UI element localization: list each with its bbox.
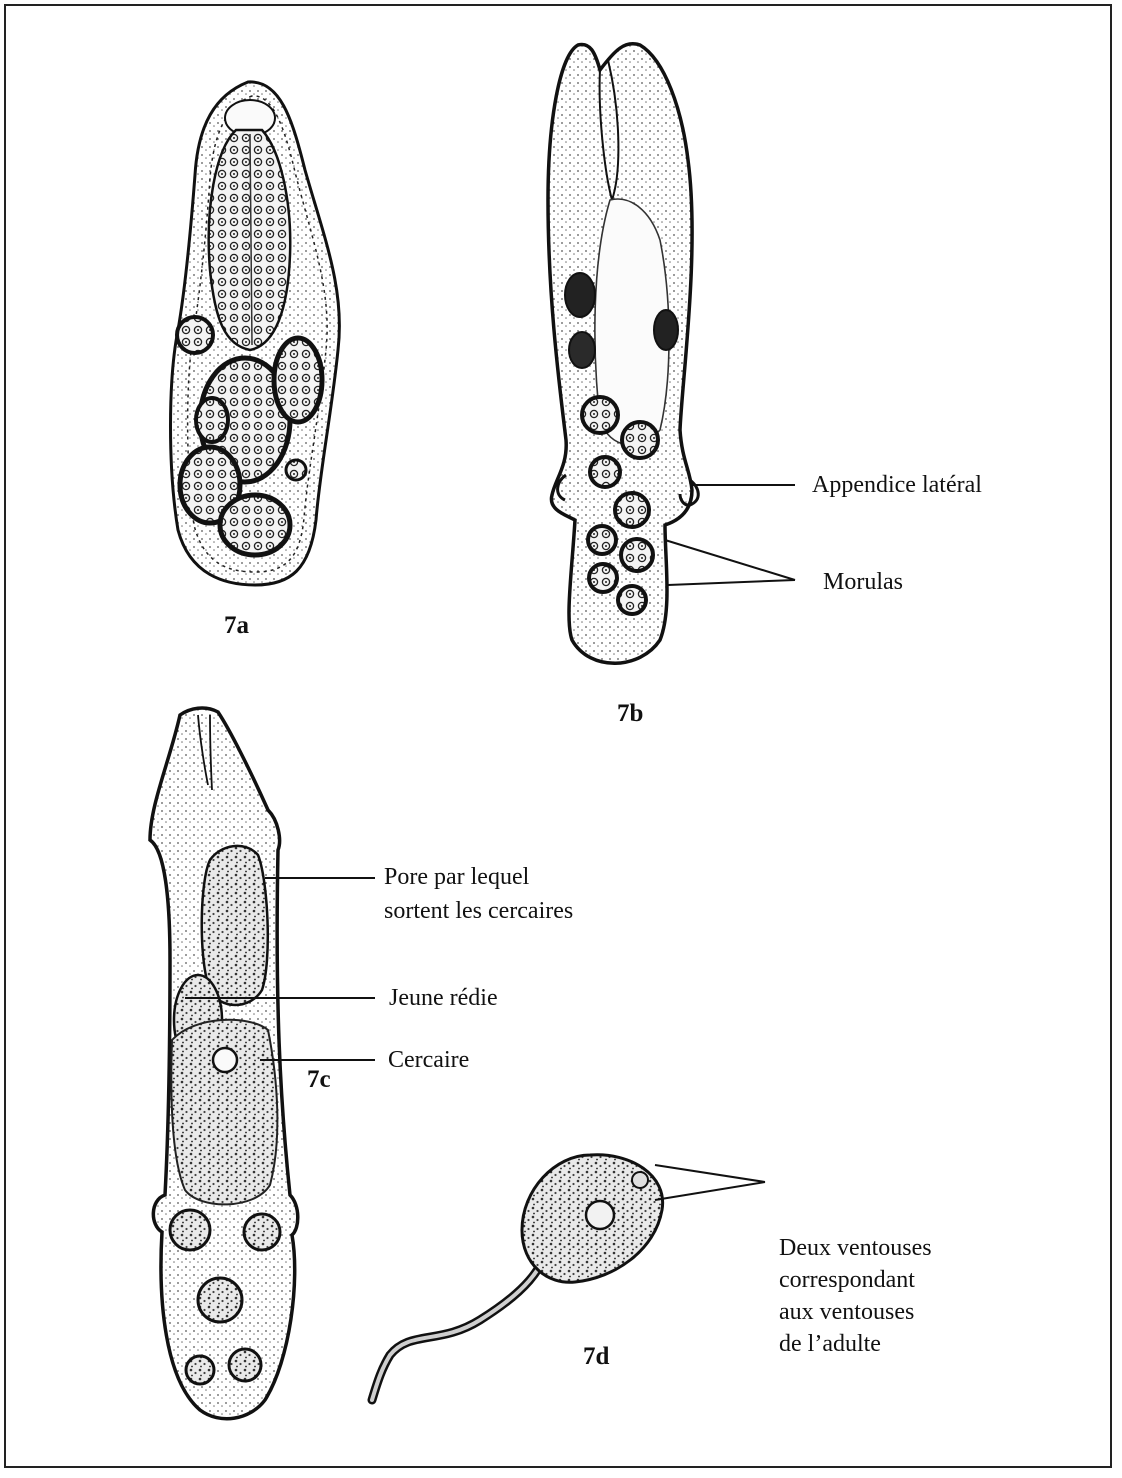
annotation-appendice-lateral: Appendice latéral [812,470,982,500]
figure-label-7d: 7d [583,1343,609,1371]
figure-label-7a: 7a [224,612,249,640]
specimen-7b-morula [582,397,618,433]
specimen-7b [548,44,698,664]
specimen-7b-morula [615,493,649,527]
annotation-morulas: Morulas [823,567,903,597]
specimen-7c-ball [186,1356,214,1384]
specimen-7a [171,82,340,585]
specimen-7a-germ-ball [274,338,322,422]
annotation-ventouses-line2: correspondant [779,1265,915,1295]
leader-ventouses-1 [655,1165,765,1182]
specimen-7b-morula [588,526,616,554]
specimen-7a-germ-ball [286,460,306,480]
annotation-cercaire: Cercaire [388,1045,469,1075]
specimen-7c-ball [170,1210,210,1250]
specimen-7c-cercaria-head [213,1048,237,1072]
specimen-7a-gut [209,130,290,350]
annotation-ventouses-line3: aux ventouses [779,1297,914,1327]
specimen-7b-morula [565,273,595,317]
specimen-7b-morula [590,457,620,487]
annotation-pore-line1: Pore par lequel [384,862,529,892]
figure-label-7b: 7b [617,700,643,728]
specimen-7b-morula [589,564,617,592]
specimen-7c [150,708,298,1419]
specimen-7d-tail [372,1245,550,1400]
leader-morulas-2 [668,580,795,585]
specimen-7d-tail-inner [372,1245,550,1400]
specimen-7d-sucker [586,1201,614,1229]
annotation-ventouses-line4: de l’adulte [779,1329,881,1359]
figure-label-7c: 7c [307,1066,331,1094]
specimen-7b-morula [621,539,653,571]
specimen-7d-sucker [632,1172,648,1188]
specimen-7c-ball [244,1214,280,1250]
leader-morulas-1 [665,540,795,580]
specimen-7a-germ-ball [220,495,290,555]
specimen-7b-morula [569,332,595,368]
annotation-ventouses-line1: Deux ventouses [779,1233,932,1263]
annotation-jeune-redie: Jeune rédie [389,983,498,1013]
specimen-7c-ball [229,1349,261,1381]
specimen-7a-germ-ball [196,398,228,442]
specimen-7b-morula [618,586,646,614]
specimen-7d [372,1155,663,1400]
specimen-7a-germ-ball [177,317,213,353]
annotation-pore-line2: sortent les cercaires [384,896,573,926]
leader-ventouses-2 [655,1182,765,1200]
specimen-7c-ball [198,1278,242,1322]
specimen-7b-morula [622,422,658,458]
specimen-7b-morula [654,310,678,350]
